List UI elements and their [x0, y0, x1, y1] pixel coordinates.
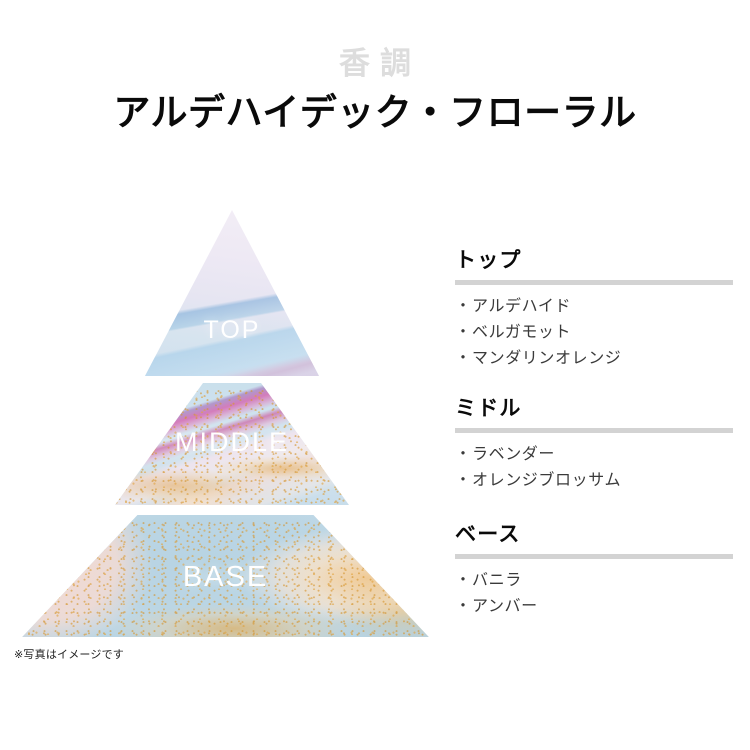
- bullet-dot-icon: ・: [455, 572, 472, 590]
- list-item-label: オレンジブロッサム: [472, 472, 622, 490]
- list-item: ・マンダリンオレンジ: [455, 346, 735, 372]
- watercolor-texture-middle: [115, 383, 349, 505]
- list-item: ・アルデハイド: [455, 294, 735, 320]
- list-item: ・ベルガモット: [455, 320, 735, 346]
- note-group-top-divider: [455, 280, 733, 286]
- page-header: 香調 アルデハイデック・フローラル: [0, 0, 750, 135]
- note-group-base: ベース ・バニラ ・アンバー: [455, 522, 735, 620]
- list-item: ・ラベンダー: [455, 442, 735, 468]
- note-group-base-items: ・バニラ ・アンバー: [455, 568, 735, 620]
- note-group-middle-items: ・ラベンダー ・オレンジブロッサム: [455, 442, 735, 494]
- list-item-label: ラベンダー: [472, 446, 556, 464]
- pyramid-band-top: TOP: [145, 210, 319, 376]
- list-item: ・バニラ: [455, 568, 735, 594]
- watercolor-texture-top: [145, 210, 319, 376]
- note-group-top: トップ ・アルデハイド ・ベルガモット ・マンダリンオレンジ: [455, 248, 735, 372]
- note-group-top-heading: トップ: [455, 249, 522, 272]
- list-item-label: ベルガモット: [472, 324, 572, 342]
- pyramid-band-base: BASE: [22, 515, 429, 637]
- page-title: アルデハイデック・フローラル: [113, 91, 637, 133]
- gold-grain-overlay-middle: [115, 383, 349, 505]
- bullet-dot-icon: ・: [455, 324, 472, 342]
- watercolor-texture-base: [22, 515, 429, 637]
- note-group-middle-heading: ミドル: [455, 396, 522, 420]
- list-item-label: バニラ: [472, 572, 522, 590]
- bullet-dot-icon: ・: [455, 350, 472, 368]
- bullet-dot-icon: ・: [455, 446, 472, 464]
- fragrance-notes-list: トップ ・アルデハイド ・ベルガモット ・マンダリンオレンジ ミドル ・ラベンダ…: [455, 248, 735, 623]
- note-group-top-items: ・アルデハイド ・ベルガモット ・マンダリンオレンジ: [455, 294, 735, 372]
- image-disclaimer-note: ※写真はイメージです: [14, 649, 124, 661]
- bullet-dot-icon: ・: [455, 298, 472, 316]
- note-group-base-divider: [455, 554, 733, 560]
- fragrance-pyramid: TOP MIDDLE BASE: [0, 190, 440, 650]
- list-item-label: アルデハイド: [472, 298, 572, 316]
- list-item-label: マンダリンオレンジ: [472, 350, 622, 368]
- bullet-dot-icon: ・: [455, 472, 472, 490]
- list-item-label: アンバー: [472, 598, 538, 616]
- bullet-dot-icon: ・: [455, 598, 472, 616]
- list-item: ・オレンジブロッサム: [455, 468, 735, 494]
- note-group-middle: ミドル ・ラベンダー ・オレンジブロッサム: [455, 396, 735, 494]
- note-group-base-heading: ベース: [455, 523, 521, 547]
- list-item: ・アンバー: [455, 594, 735, 620]
- page-eyebrow: 香調: [339, 46, 421, 81]
- pyramid-band-middle: MIDDLE: [115, 383, 349, 505]
- note-group-middle-divider: [455, 428, 733, 434]
- gold-grain-overlay-base: [22, 515, 429, 637]
